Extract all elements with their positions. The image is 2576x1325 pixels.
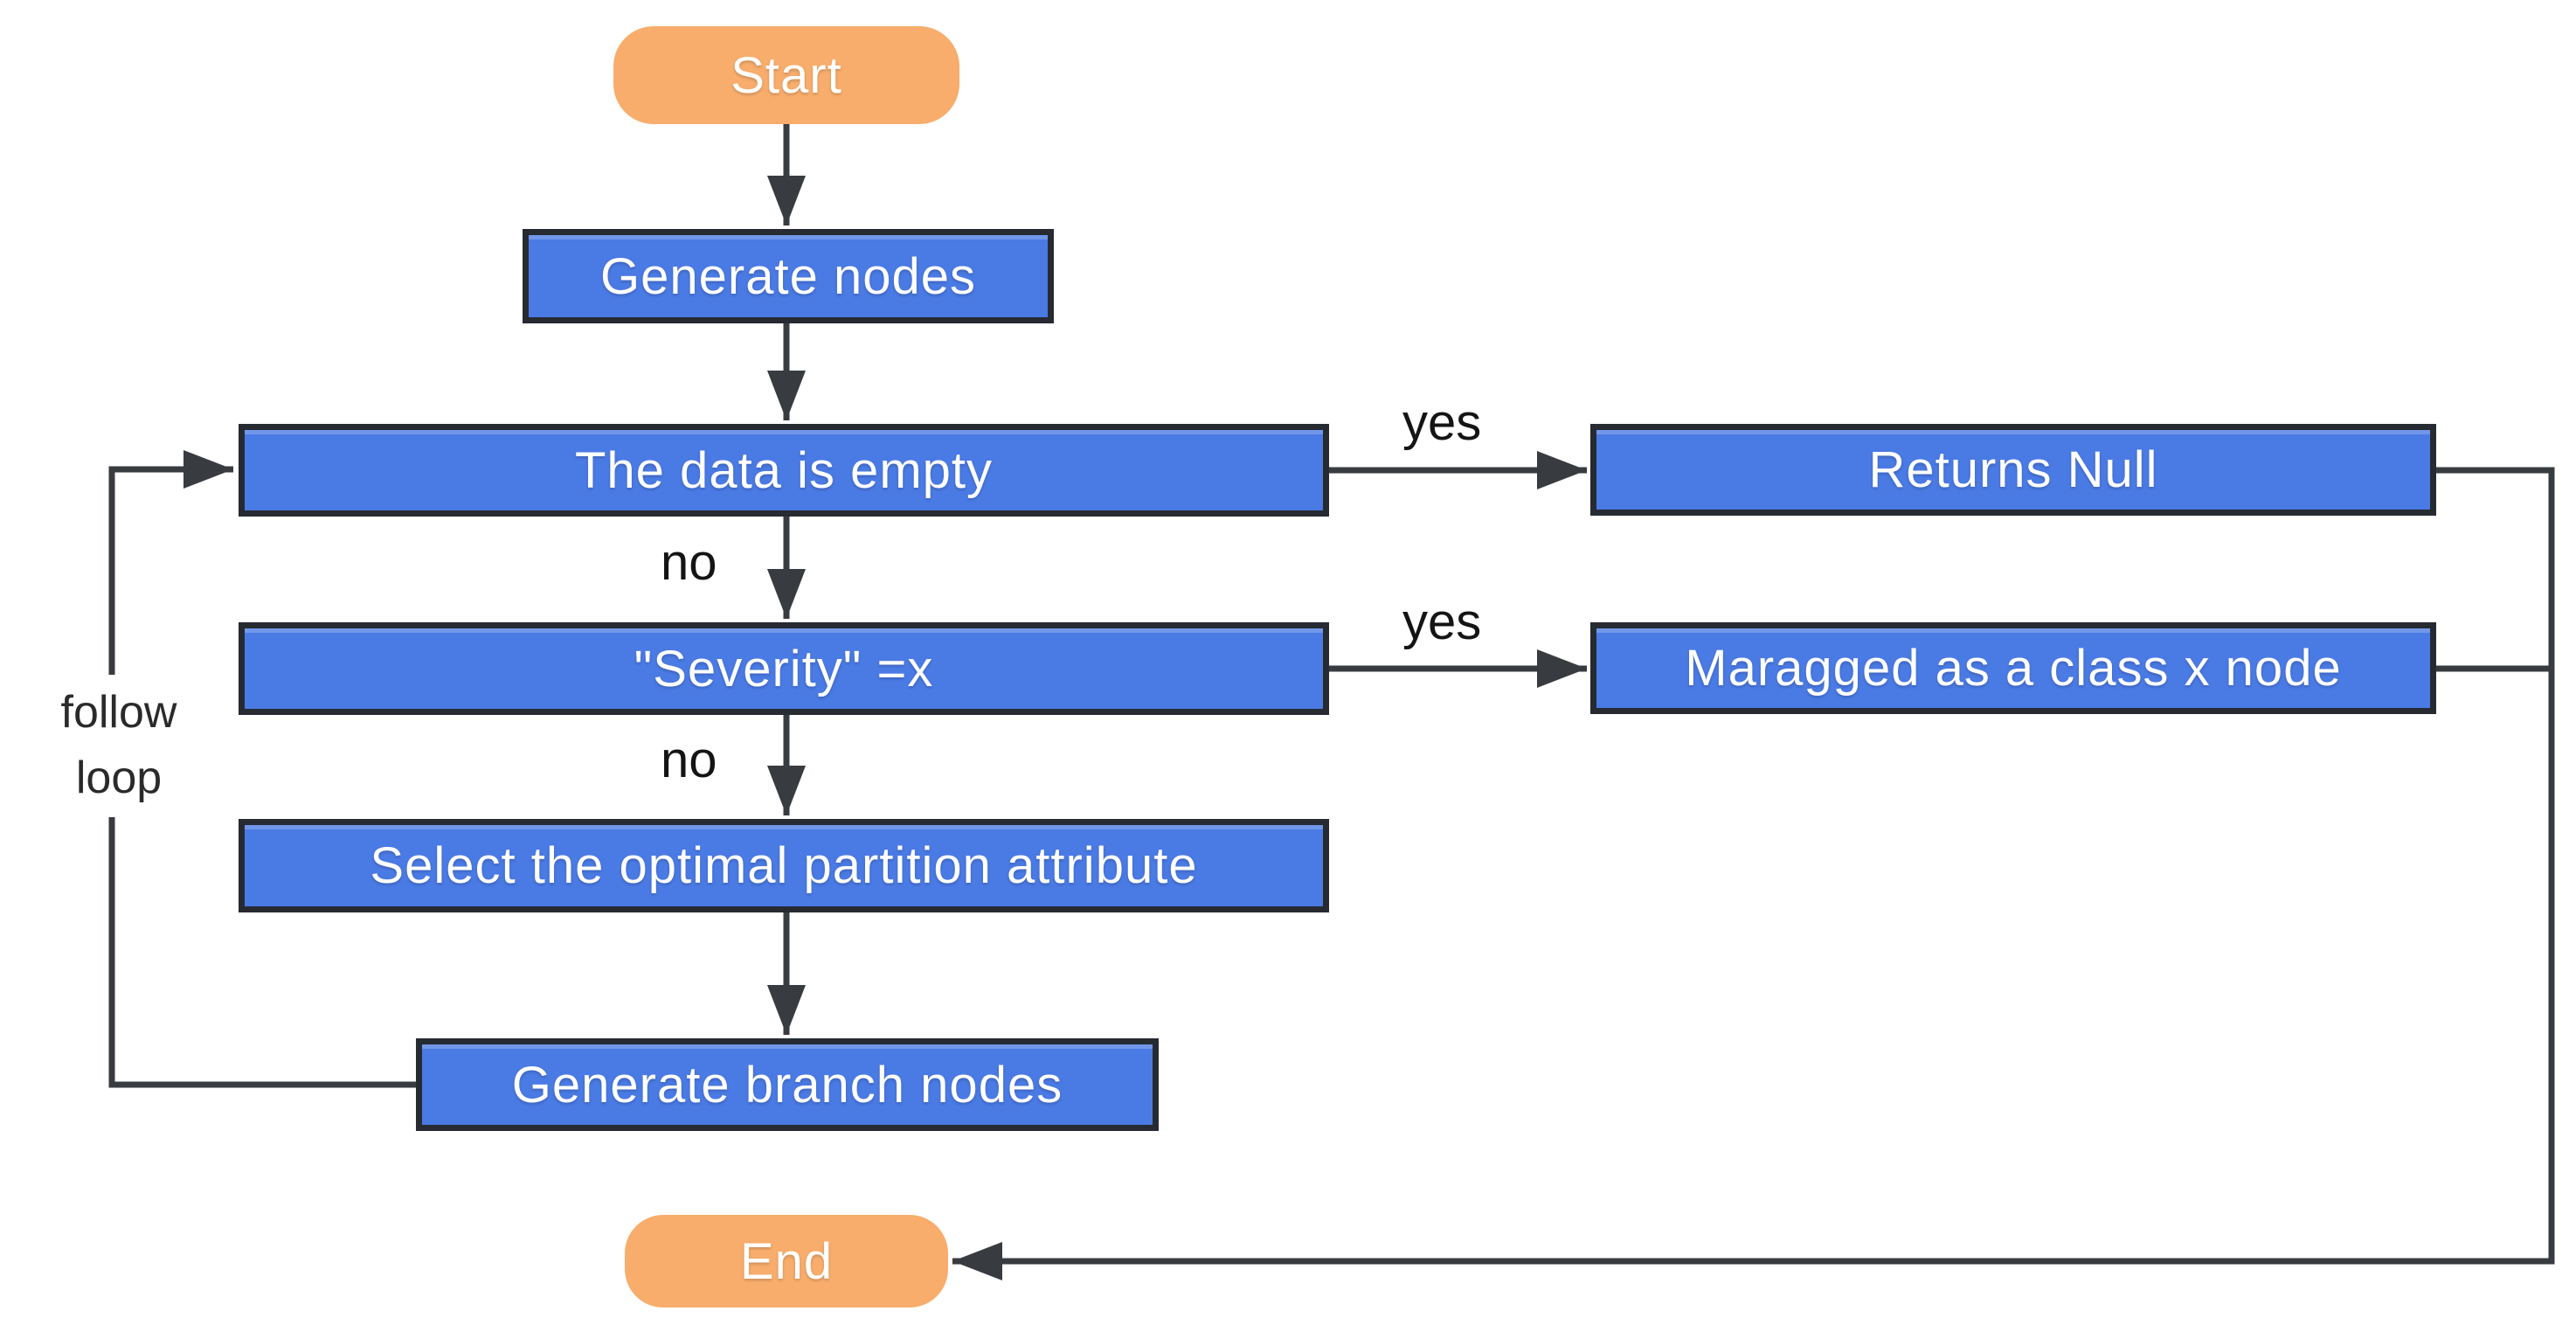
edge-label-data-empty-yes: yes: [1402, 394, 1482, 451]
follow-loop-line2: loop: [75, 753, 163, 804]
node-severity-check-label: "Severity" =x: [634, 640, 934, 697]
edge-returns-null-to-end: [952, 467, 2555, 1280]
node-maragged-class-x-label: Maragged as a class x node: [1685, 640, 2342, 697]
edge-label-severity-yes: yes: [1402, 593, 1482, 650]
node-severity-check: "Severity" =x: [239, 622, 1329, 715]
node-generate-branch-nodes: Generate branch nodes: [416, 1038, 1159, 1131]
node-start-label: Start: [731, 46, 842, 104]
node-data-is-empty: The data is empty: [239, 424, 1329, 517]
node-start: Start: [613, 26, 959, 124]
node-returns-null: Returns Null: [1590, 424, 2436, 516]
node-maragged-class-x: Maragged as a class x node: [1590, 622, 2436, 714]
edge-label-follow-loop: follow loop: [24, 675, 213, 817]
node-generate-nodes: Generate nodes: [523, 229, 1054, 323]
node-returns-null-label: Returns Null: [1868, 441, 2158, 498]
node-select-optimal-partition-label: Select the optimal partition attribute: [370, 837, 1198, 894]
edge-label-data-empty-no: no: [661, 534, 717, 591]
node-generate-branch-nodes-label: Generate branch nodes: [511, 1056, 1063, 1113]
node-data-is-empty-label: The data is empty: [575, 441, 993, 499]
node-generate-nodes-label: Generate nodes: [600, 247, 976, 305]
node-end: End: [625, 1215, 948, 1308]
node-end-label: End: [739, 1232, 834, 1290]
edge-label-severity-no: no: [661, 732, 717, 788]
follow-loop-line1: follow: [60, 687, 177, 738]
node-select-optimal-partition: Select the optimal partition attribute: [239, 819, 1329, 912]
